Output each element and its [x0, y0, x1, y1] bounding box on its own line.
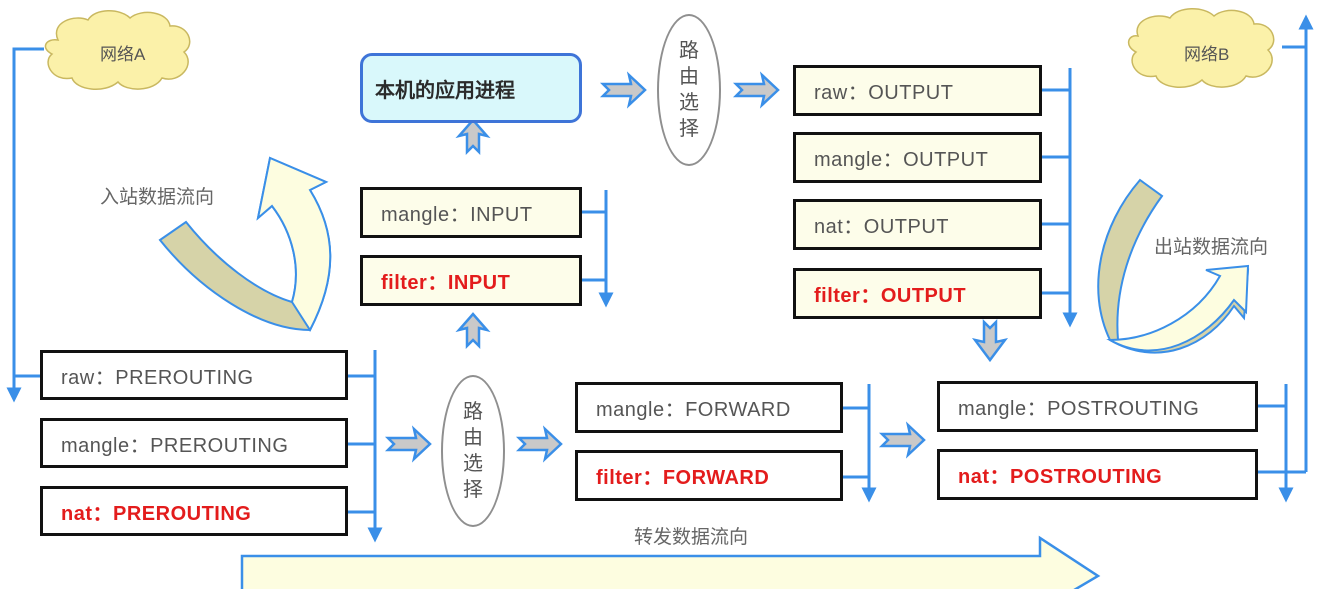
- chain-raw-output: raw：OUTPUT: [793, 65, 1042, 116]
- forward-flow-big-arrow: [240, 535, 1101, 589]
- chain-nat-postrouting: nat：POSTROUTING: [937, 449, 1258, 500]
- chain-mangle-forward: mangle：FORWARD: [575, 382, 843, 433]
- route-char: 择: [463, 479, 483, 501]
- arrow-route-to-output: [732, 71, 780, 109]
- network-b-cloud: [1127, 8, 1275, 88]
- chain-nat-output: nat：OUTPUT: [793, 199, 1042, 250]
- route-char: 路: [679, 40, 699, 62]
- route-char: 择: [679, 118, 699, 140]
- route-char: 由: [463, 427, 483, 449]
- chain-mangle-postrouting: mangle：POSTROUTING: [937, 381, 1258, 432]
- arrow-route-to-forward: [515, 425, 563, 463]
- outbound-flow-label: 出站数据流向: [1154, 237, 1269, 258]
- forward-bracket: [843, 384, 877, 503]
- forward-flow-label: 转发数据流向: [634, 527, 749, 548]
- prerouting-bracket: [348, 350, 383, 543]
- chain-filter-output: filter：OUTPUT: [793, 268, 1042, 319]
- postrouting-bracket: [1258, 384, 1306, 503]
- chain-mangle-input: mangle：INPUT: [360, 187, 582, 238]
- chain-mangle-prerouting: mangle：PREROUTING: [40, 418, 348, 468]
- route-char: 路: [463, 401, 483, 423]
- chain-filter-input: filter：INPUT: [360, 255, 582, 306]
- inbound-flow-label: 入站数据流向: [100, 187, 215, 208]
- arrow-prerouting-to-route: [384, 425, 432, 463]
- local-app-process-box: 本机的应用进程: [360, 53, 582, 123]
- route-selection-oval-top: 路 由 选 择: [657, 14, 721, 166]
- inbound-flow-curve: [158, 156, 332, 332]
- outbound-exit-line: [1282, 14, 1314, 472]
- network-a-label: 网络A: [100, 45, 146, 64]
- arrow-input-to-app: [455, 118, 491, 156]
- chain-nat-prerouting: nat：PREROUTING: [40, 486, 348, 536]
- input-bracket: [582, 190, 614, 308]
- network-a-cloud: [44, 10, 191, 90]
- arrow-app-to-route: [599, 71, 647, 109]
- route-char: 选: [463, 453, 483, 475]
- output-bracket: [1042, 68, 1078, 328]
- route-char: 选: [679, 92, 699, 114]
- arrow-forward-to-postrouting: [878, 421, 926, 459]
- route-char: 由: [679, 66, 699, 88]
- chain-mangle-output: mangle：OUTPUT: [793, 132, 1042, 183]
- outbound-flow-curve: [1097, 178, 1250, 354]
- chain-raw-prerouting: raw：PREROUTING: [40, 350, 348, 400]
- inbound-entry-line: [6, 47, 44, 403]
- route-selection-oval-bottom: 路 由 选 择: [441, 375, 505, 527]
- arrow-route-to-input: [455, 312, 491, 350]
- network-b-label: 网络B: [1184, 45, 1230, 64]
- arrow-output-to-postrouting: [971, 318, 1009, 363]
- chain-filter-forward: filter：FORWARD: [575, 450, 843, 501]
